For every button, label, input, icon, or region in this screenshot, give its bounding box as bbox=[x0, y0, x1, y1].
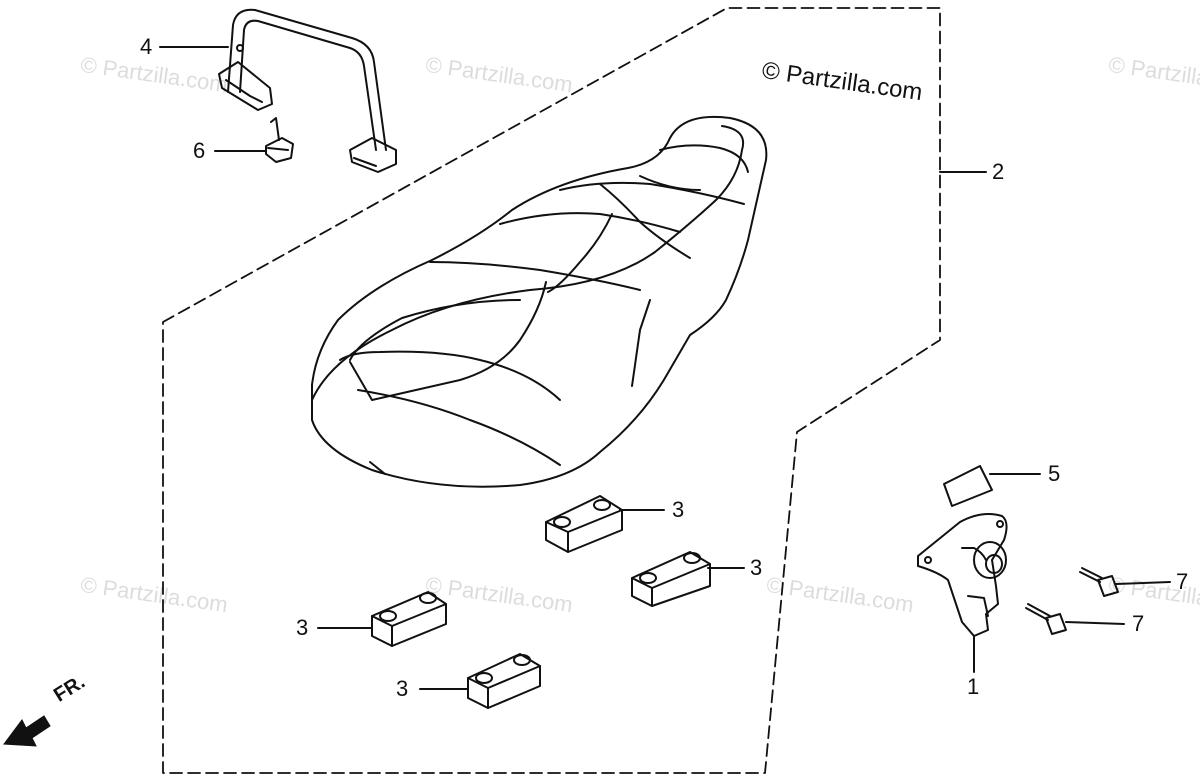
callout-4: 4 bbox=[140, 34, 153, 59]
rubber-block-part bbox=[371, 591, 447, 647]
front-arrow-icon bbox=[3, 715, 51, 747]
seat-part bbox=[311, 115, 768, 488]
callout-2: 2 bbox=[992, 159, 1005, 184]
screw-part bbox=[1025, 603, 1067, 635]
callout-3: 3 bbox=[396, 676, 409, 701]
grab-rail-part bbox=[218, 8, 397, 173]
callout-7: 7 bbox=[1176, 569, 1189, 594]
callout-5: 5 bbox=[1048, 461, 1061, 486]
screw-part bbox=[1079, 567, 1119, 597]
callout-3: 3 bbox=[750, 555, 763, 580]
rubber-block-part bbox=[467, 653, 541, 709]
rubber-block-part bbox=[631, 551, 711, 607]
callout-1: 1 bbox=[967, 674, 980, 699]
rubber-block-part bbox=[545, 495, 623, 553]
label-plate-part bbox=[943, 465, 993, 507]
leader-line bbox=[1115, 581, 1171, 585]
callout-3: 3 bbox=[672, 497, 685, 522]
callout-7: 7 bbox=[1132, 611, 1145, 636]
assembly-boundary bbox=[162, 7, 941, 774]
leader-line bbox=[1065, 621, 1125, 625]
seat-lock-part bbox=[917, 513, 1008, 637]
callout-6: 6 bbox=[193, 138, 206, 163]
callout-3: 3 bbox=[296, 615, 309, 640]
bolt-part bbox=[265, 117, 294, 163]
